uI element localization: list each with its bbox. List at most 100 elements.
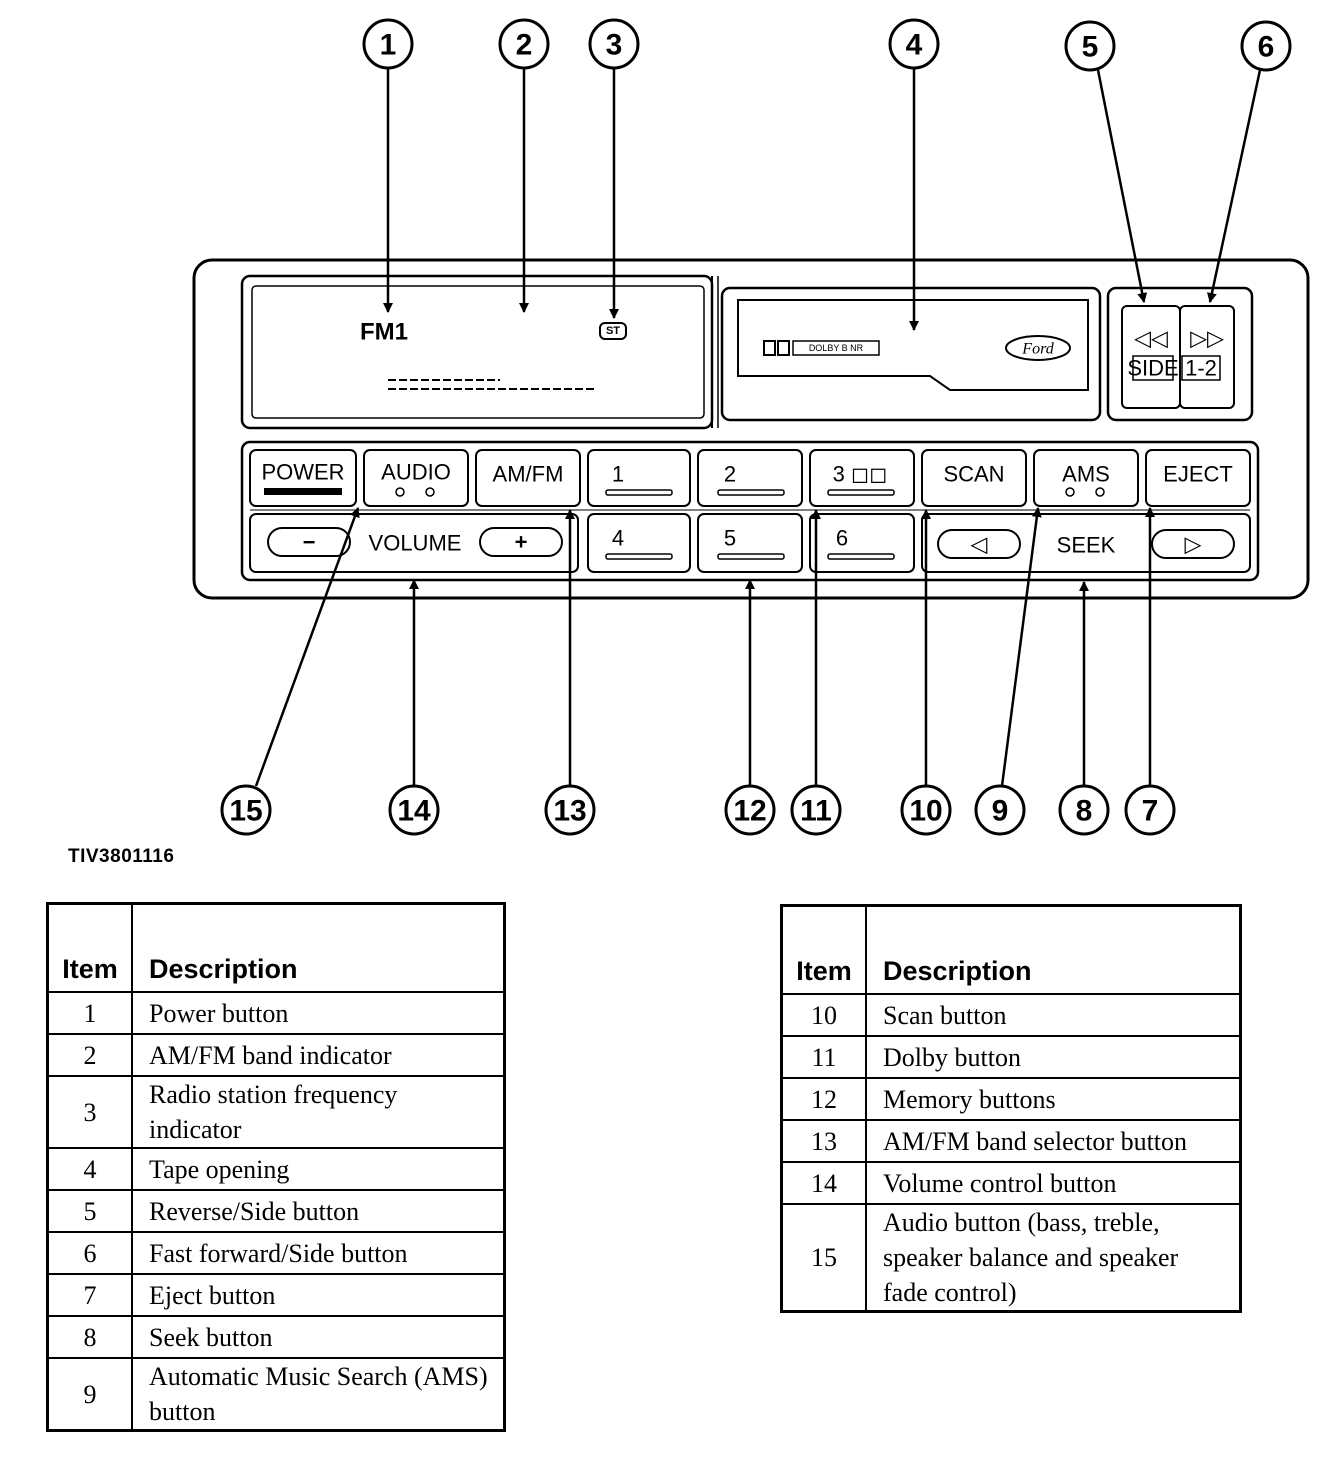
seek-right-icon: ▷ (1185, 532, 1202, 557)
audio-button[interactable] (363, 449, 469, 507)
one-two-label: 1-2 (1185, 356, 1217, 381)
callout-13: 13 (544, 784, 596, 836)
tape-opening (737, 299, 1089, 391)
volume-down-label: − (303, 530, 316, 555)
band-indicator: FM1 (360, 319, 408, 346)
svg-text:13: 13 (553, 795, 586, 828)
svg-text:3: 3 (606, 29, 623, 62)
preset-5-label: 5 (724, 526, 736, 551)
scan-label: SCAN (943, 462, 1004, 487)
preset-4-button[interactable] (587, 513, 691, 573)
item-header: Item (780, 904, 867, 995)
seek-label: SEEK (1057, 533, 1116, 558)
callout-1: 1 (362, 18, 414, 70)
item-number: 14 (780, 1161, 867, 1205)
svg-text:1: 1 (380, 29, 397, 62)
volume-label: VOLUME (369, 531, 462, 556)
item-description: Automatic Music Search (AMS) button (131, 1357, 506, 1432)
item-description: Dolby button (865, 1035, 1242, 1079)
stereo-indicator-box (599, 322, 627, 340)
item-number: 13 (780, 1119, 867, 1163)
stereo-indicator: ST (606, 325, 620, 337)
svg-text:6: 6 (1258, 31, 1275, 64)
item-number: 15 (780, 1203, 867, 1313)
item-description: Eject button (131, 1273, 506, 1317)
seek-left-button[interactable] (937, 529, 1021, 559)
preset-3-dolby-button[interactable] (809, 449, 915, 507)
amfm-label: AM/FM (493, 462, 564, 487)
preset-1-button[interactable] (587, 449, 691, 507)
preset-5-bar (717, 553, 785, 560)
svg-text:12: 12 (733, 795, 766, 828)
preset-6-bar (827, 553, 895, 560)
preset-2-bar (717, 489, 785, 496)
svg-text:2: 2 (516, 29, 533, 62)
callout-12: 12 (724, 784, 776, 836)
preset-3-label: 3 ◻◻ (833, 462, 888, 487)
callout-9: 9 (974, 784, 1026, 836)
item-description: Power button (131, 991, 506, 1035)
audio-label: AUDIO (381, 460, 451, 485)
callout-11: 11 (790, 784, 842, 836)
description-header: Description (865, 904, 1242, 995)
item-description: Scan button (865, 993, 1242, 1037)
rewind-icon: ◁◁ (1134, 326, 1168, 351)
item-description: Volume control button (865, 1161, 1242, 1205)
preset-2-button[interactable] (697, 449, 803, 507)
preset-2-label: 2 (724, 462, 736, 487)
volume-down-button[interactable] (267, 527, 351, 557)
item-number: 3 (46, 1075, 133, 1149)
ams-button[interactable] (1033, 449, 1139, 507)
eject-label: EJECT (1163, 462, 1233, 487)
item-description: Reverse/Side button (131, 1189, 506, 1233)
volume-up-button[interactable] (479, 527, 563, 557)
amfm-button[interactable] (475, 449, 581, 507)
preset-1-label: 1 (612, 462, 624, 487)
item-description: Tape opening (131, 1147, 506, 1191)
radio-diagram: FM1 ST DOLBY B NR Ford ◁◁ ▷▷ SIDE 1-2 PO… (192, 18, 1310, 836)
ford-logo: Ford (1021, 341, 1054, 358)
dolby-label: DOLBY B NR (809, 343, 864, 353)
callout-7: 7 (1124, 784, 1176, 836)
volume-up-label: + (515, 530, 528, 555)
preset-6-button[interactable] (809, 513, 915, 573)
power-label: POWER (261, 460, 344, 485)
scan-button[interactable] (921, 449, 1027, 507)
figure-id: TIV3801116 (68, 846, 175, 867)
dolby-square-2 (777, 340, 790, 356)
legend-header-row: Item Description (46, 902, 506, 993)
callout-2: 2 (498, 18, 550, 70)
callout-10: 10 (900, 784, 952, 836)
preset-5-button[interactable] (697, 513, 803, 573)
fast-forward-icon: ▷▷ (1190, 326, 1224, 351)
audio-dot-left (395, 487, 405, 497)
ford-logo-oval (1005, 335, 1071, 361)
callout-5: 5 (1064, 20, 1116, 72)
ams-dot-left (1065, 487, 1075, 497)
seek-right-button[interactable] (1151, 529, 1235, 559)
callout-6: 6 (1240, 20, 1292, 72)
svg-text:5: 5 (1082, 31, 1099, 64)
preset-1-bar (605, 489, 673, 496)
description-header: Description (131, 902, 506, 993)
ams-dot-right (1095, 487, 1105, 497)
ff-one-two-button[interactable] (1179, 305, 1235, 409)
item-description: Fast forward/Side button (131, 1231, 506, 1275)
item-description: Radio station frequency indicator (131, 1075, 506, 1149)
power-indicator-bar (264, 488, 342, 495)
item-number: 1 (46, 991, 133, 1035)
ams-label: AMS (1062, 462, 1110, 487)
svg-text:11: 11 (800, 795, 832, 828)
preset-4-bar (605, 553, 673, 560)
eject-button[interactable] (1145, 449, 1251, 507)
